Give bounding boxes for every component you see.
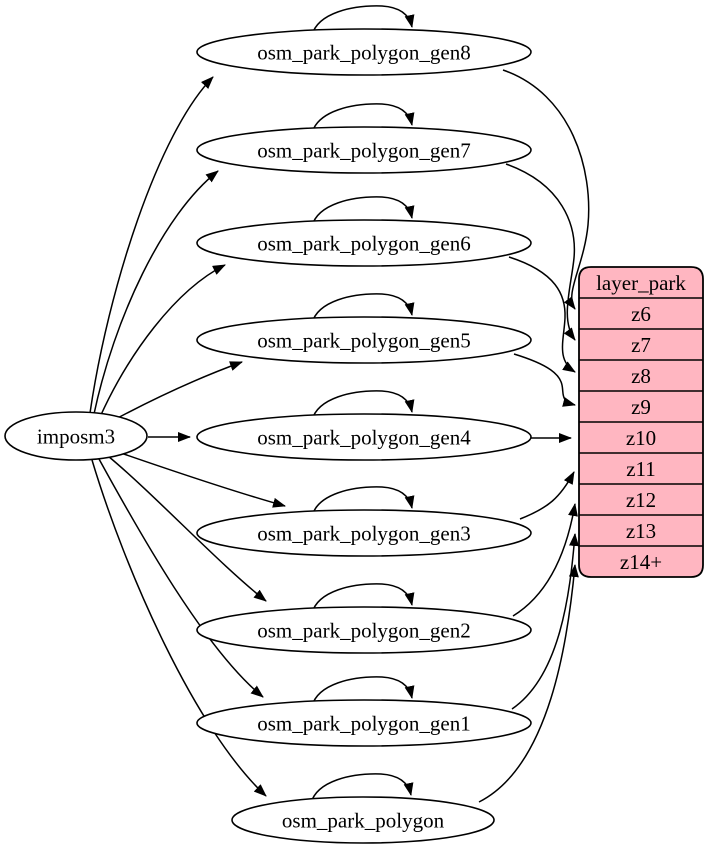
self-loop-osm_park_polygon_gen7: [311, 103, 415, 134]
record-node-layer_park: layer_park z6 z7 z8 z9 z10 z11 z12 z13 z14+: [578, 266, 704, 578]
record-row-label-z13: z13: [626, 519, 656, 543]
edge-osm_park_polygon_gen8-to-layer_parkz6: [502, 69, 590, 310]
edge-osm_park_polygon_gen2-to-layer_parkz12: [512, 503, 578, 617]
self-loop-osm_park_polygon_gen2: [311, 583, 415, 614]
node-label-osm_park_polygon_gen4: osm_park_polygon_gen4: [257, 425, 471, 449]
edge-imposm3-to-osm_park_polygon_gen5: [111, 361, 243, 422]
node-ellipse-osm_park_polygon_gen8: [196, 28, 532, 76]
record-row-label-z6: z6: [631, 302, 651, 326]
node-osm_park_polygon_gen8: osm_park_polygon_gen8: [196, 28, 532, 76]
node-label-imposm3: imposm3: [37, 424, 115, 448]
edge-imposm3-to-osm_park_polygon: [91, 459, 267, 797]
node-imposm3: imposm3: [4, 411, 148, 461]
node-label-osm_park_polygon: osm_park_polygon: [282, 808, 445, 832]
node-ellipse-osm_park_polygon_gen4: [196, 413, 532, 461]
record-row-label-z12: z12: [626, 488, 656, 512]
self-loop-osm_park_polygon_gen4: [311, 390, 415, 421]
node-label-osm_park_polygon_gen6: osm_park_polygon_gen6: [257, 231, 470, 255]
edge-osm_park_polygon-to-layer_parkz14: [478, 564, 579, 803]
node-osm_park_polygon_gen3: osm_park_polygon_gen3: [196, 509, 532, 557]
node-osm_park_polygon: osm_park_polygon: [231, 796, 495, 844]
node-label-osm_park_polygon_gen2: osm_park_polygon_gen2: [257, 618, 470, 642]
self-loop-osm_park_polygon_gen1: [311, 676, 415, 707]
edge-imposm3-to-osm_park_polygon_gen8: [89, 76, 214, 414]
node-ellipse-osm_park_polygon_gen7: [196, 126, 532, 174]
edge-osm_park_polygon_gen3-to-layer_parkz11: [519, 471, 575, 520]
node-osm_park_polygon_gen7: osm_park_polygon_gen7: [196, 126, 532, 174]
edge-osm_park_polygon_gen6-to-layer_parkz8: [508, 256, 576, 373]
node-ellipse-osm_park_polygon_gen1: [196, 699, 532, 747]
edge-osm_park_polygon_gen7-to-layer_parkz7: [505, 163, 576, 341]
node-ellipse-osm_park_polygon: [231, 796, 495, 844]
self-loop-osm_park_polygon_gen8: [311, 5, 415, 36]
record-row-label-z10: z10: [626, 426, 656, 450]
edge-imposm3-to-osm_park_polygon_gen2: [107, 455, 267, 602]
node-osm_park_polygon_gen6: osm_park_polygon_gen6: [196, 219, 532, 267]
node-label-osm_park_polygon_gen3: osm_park_polygon_gen3: [257, 521, 470, 545]
node-osm_park_polygon_gen1: osm_park_polygon_gen1: [196, 699, 532, 747]
node-ellipse-osm_park_polygon_gen3: [196, 509, 532, 557]
node-ellipse-imposm3: [4, 411, 148, 461]
edge-imposm3-to-osm_park_polygon_gen7: [93, 170, 219, 415]
edge-osm_park_polygon_gen5-to-layer_parkz9: [513, 353, 576, 407]
record-title-layer_park: layer_park: [596, 271, 686, 295]
edge-imposm3-to-osm_park_polygon_gen1: [98, 458, 264, 698]
record-row-label-z9: z9: [631, 395, 651, 419]
self-loop-osm_park_polygon_gen3: [311, 486, 415, 517]
record-row-label-z11: z11: [626, 457, 656, 481]
node-label-osm_park_polygon_gen1: osm_park_polygon_gen1: [257, 711, 470, 735]
node-osm_park_polygon_gen5: osm_park_polygon_gen5: [196, 316, 532, 364]
self-loop-osm_park_polygon_gen6: [311, 196, 415, 227]
self-loop-osm_park_polygon_gen5: [311, 293, 415, 324]
node-label-osm_park_polygon_gen8: osm_park_polygon_gen8: [257, 40, 470, 64]
node-ellipse-osm_park_polygon_gen2: [196, 606, 532, 654]
node-osm_park_polygon_gen2: osm_park_polygon_gen2: [196, 606, 532, 654]
record-row-label-z8: z8: [631, 364, 651, 388]
self-loop-osm_park_polygon: [310, 773, 414, 804]
edge-imposm3-to-osm_park_polygon_gen6: [99, 264, 226, 418]
node-label-osm_park_polygon_gen5: osm_park_polygon_gen5: [257, 328, 470, 352]
edge-osm_park_polygon_gen1-to-layer_parkz13: [511, 533, 580, 710]
node-osm_park_polygon_gen4: osm_park_polygon_gen4: [196, 413, 532, 461]
edge-imposm3-to-osm_park_polygon_gen3: [117, 451, 286, 508]
record-row-label-z7: z7: [631, 333, 651, 357]
node-ellipse-osm_park_polygon_gen5: [196, 316, 532, 364]
record-row-label-z14+: z14+: [620, 550, 662, 574]
node-label-osm_park_polygon_gen7: osm_park_polygon_gen7: [257, 138, 470, 162]
node-ellipse-osm_park_polygon_gen6: [196, 219, 532, 267]
